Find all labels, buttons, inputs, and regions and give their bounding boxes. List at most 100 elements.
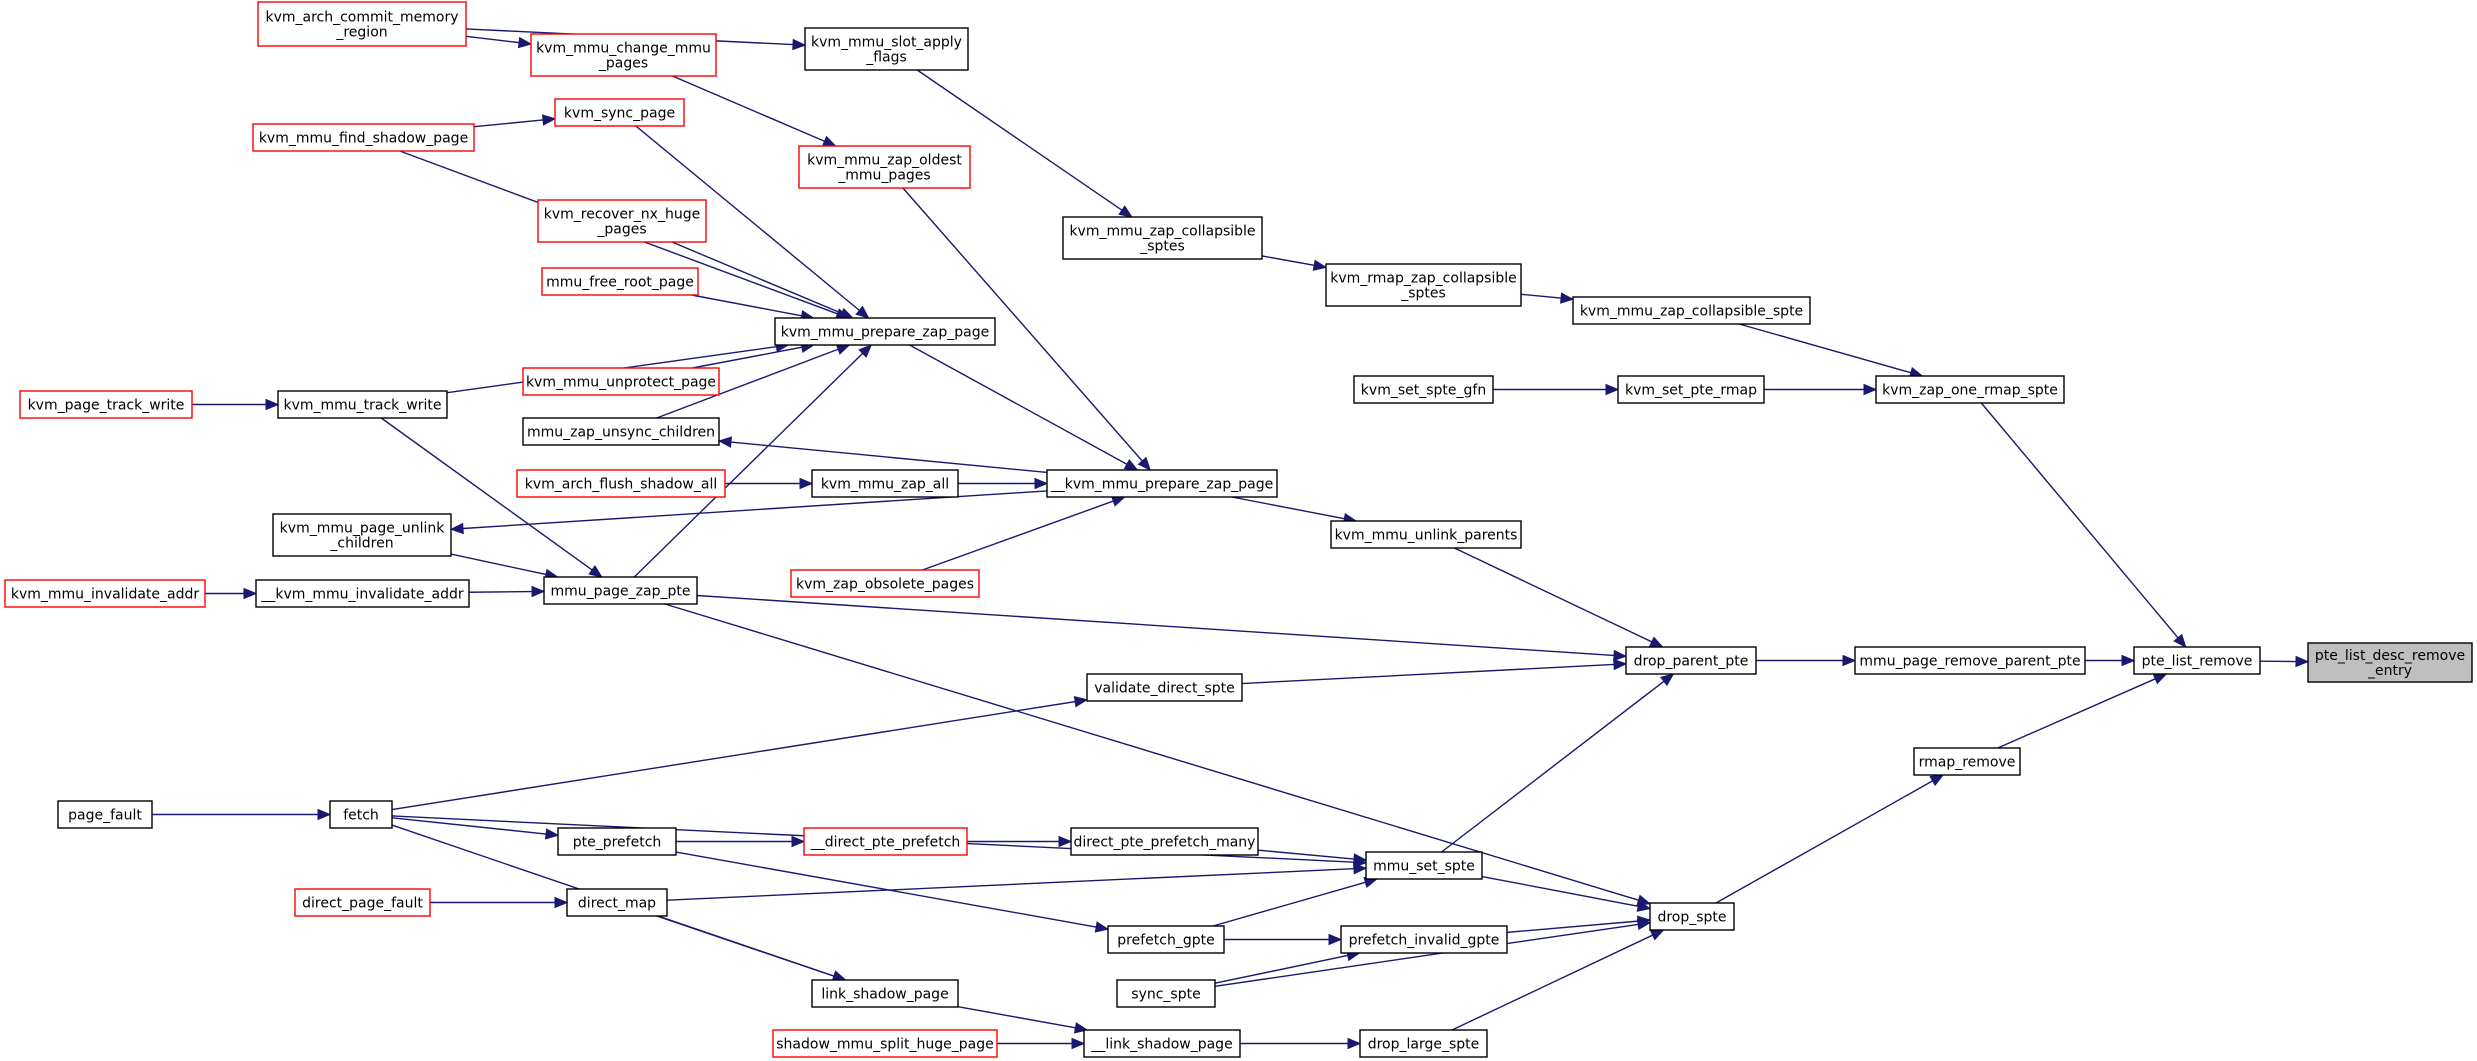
node-kvm-sync-page[interactable]: kvm_sync_page xyxy=(554,98,685,127)
node-pte-prefetch[interactable]: pte_prefetch xyxy=(557,827,677,856)
node-box xyxy=(566,888,668,917)
arrowhead-n6-to-n22 xyxy=(1137,456,1152,471)
node-label: kvm_mmu_zap_collapsible xyxy=(1069,224,1255,240)
node-kvm-mmu-invalidate-addr[interactable]: kvm_mmu_invalidate_addr xyxy=(4,579,206,608)
node-label: drop_large_spte xyxy=(1368,1037,1480,1053)
node-box xyxy=(2133,646,2261,675)
node-label: kvm_arch_flush_shadow_all xyxy=(525,477,718,493)
arrowhead-n30-to-n31 xyxy=(2121,654,2136,667)
node-kvm-mmu-zap-collapsible-spte[interactable]: kvm_mmu_zap_collapsible_spte xyxy=(1572,296,1811,325)
edge-n28-to-n22 xyxy=(922,500,1114,571)
node-label: prefetch_invalid_gpte xyxy=(1349,933,1500,949)
node-drop-spte[interactable]: drop_spte xyxy=(1649,902,1735,931)
node-mmu-zap-unsync-children[interactable]: mmu_zap_unsync_children xyxy=(522,417,720,446)
node-mmu-page-zap-pte[interactable]: mmu_page_zap_pte xyxy=(543,576,698,605)
node-label: drop_parent_pte xyxy=(1634,654,1749,670)
arrowhead-n33-to-n29 xyxy=(1613,658,1628,671)
node-label: _flags xyxy=(865,50,907,66)
node-label: mmu_page_remove_parent_pte xyxy=(1859,654,2080,670)
node-link-shadow-page[interactable]: link_shadow_page xyxy=(811,979,959,1008)
edge-n7-to-n12 xyxy=(671,241,843,314)
node-pte-list-desc-remove-entry: pte_list_desc_remove_entry xyxy=(2307,642,2473,683)
node-label: _sptes xyxy=(1139,239,1185,255)
node-direct-pte-prefetch-many[interactable]: direct_pte_prefetch_many xyxy=(1070,827,1259,856)
node-page-fault[interactable]: page_fault xyxy=(57,800,153,829)
node-kvm-zap-one-rmap-spte[interactable]: kvm_zap_one_rmap_spte xyxy=(1875,375,2065,404)
edge-n43-to-n34 xyxy=(1715,780,1933,904)
node-pte-list-remove[interactable]: pte_list_remove xyxy=(2133,646,2261,675)
node-kvm-mmu-unprotect-page[interactable]: kvm_mmu_unprotect_page xyxy=(522,367,720,396)
node-kvm-mmu-track-write[interactable]: kvm_mmu_track_write xyxy=(277,390,448,419)
node-kvm-zap-obsolete-pages[interactable]: kvm_zap_obsolete_pages xyxy=(790,569,980,598)
node-label: mmu_zap_unsync_children xyxy=(527,425,715,441)
arrowhead-n18-to-n27 xyxy=(588,565,603,578)
node-mmu-free-root-page[interactable]: mmu_free_root_page xyxy=(541,267,699,296)
node-rmap-remove[interactable]: rmap_remove xyxy=(1913,747,2021,776)
nodes-layer: kvm_arch_commit_memory_region kvm_mmu_slo… xyxy=(4,1,2473,1058)
node-shadow-mmu-split-huge-page[interactable]: shadow_mmu_split_huge_page xyxy=(772,1029,998,1058)
node-mmu-set-spte[interactable]: mmu_set_spte xyxy=(1365,851,1483,880)
node-kvm-mmu-change-mmu-pages[interactable]: kvm_mmu_change_mmu_pages xyxy=(530,33,717,77)
node-direct-pte-prefetch[interactable]: __direct_pte_prefetch xyxy=(803,827,968,856)
node-kvm-rmap-zap-collapsible-sptes[interactable]: kvm_rmap_zap_collapsible_sptes xyxy=(1325,263,1522,307)
node-label: _pages xyxy=(598,56,648,72)
edge-n40-to-n43 xyxy=(1481,875,1639,907)
edge-n39-to-n40 xyxy=(1257,849,1355,860)
node-label: _pages xyxy=(596,222,646,238)
node-label: __kvm_mmu_prepare_zap_page xyxy=(1050,477,1273,493)
node-fetch[interactable]: fetch xyxy=(329,800,393,829)
node-kvm-arch-commit-memory-region[interactable]: kvm_arch_commit_memory_region xyxy=(257,1,467,47)
node-kvm-mmu-invalidate-addr[interactable]: __kvm_mmu_invalidate_addr xyxy=(255,579,470,608)
node-kvm-mmu-slot-apply-flags[interactable]: kvm_mmu_slot_apply_flags xyxy=(804,27,969,71)
arrowhead-n1-to-n2 xyxy=(792,38,807,51)
node-label: fetch xyxy=(343,808,379,824)
node-box xyxy=(1340,925,1508,954)
edge-n47-to-n49 xyxy=(957,1005,1076,1029)
node-kvm-arch-flush-shadow-all[interactable]: kvm_arch_flush_shadow_all xyxy=(516,469,726,498)
node-link-shadow-page[interactable]: __link_shadow_page xyxy=(1083,1029,1241,1058)
arrowhead-n50-to-n43 xyxy=(1649,929,1665,941)
node-drop-parent-pte[interactable]: drop_parent_pte xyxy=(1625,646,1757,675)
node-box xyxy=(1325,263,1522,307)
node-kvm-mmu-prepare-zap-page[interactable]: __kvm_mmu_prepare_zap_page xyxy=(1046,469,1278,498)
node-kvm-mmu-find-shadow-page[interactable]: kvm_mmu_find_shadow_page xyxy=(252,123,475,152)
arrowhead-n25-to-n26 xyxy=(243,587,258,600)
edge-n13-to-n12 xyxy=(692,346,803,369)
node-kvm-recover-nx-huge-pages[interactable]: kvm_recover_nx_huge_pages xyxy=(537,199,707,243)
arrowhead-n31-to-n32 xyxy=(2295,655,2310,668)
node-mmu-page-remove-parent-pte[interactable]: mmu_page_remove_parent_pte xyxy=(1854,646,2086,675)
edge-n4-to-n12 xyxy=(635,125,860,311)
node-sync-spte[interactable]: sync_spte xyxy=(1116,979,1216,1008)
node-label: mmu_free_root_page xyxy=(546,275,694,291)
node-validate-direct-spte[interactable]: validate_direct_spte xyxy=(1086,673,1243,702)
arrowhead-n7-to-n12 xyxy=(839,307,855,319)
node-box xyxy=(543,576,698,605)
node-kvm-mmu-page-unlink-children[interactable]: kvm_mmu_page_unlink_children xyxy=(272,513,452,557)
node-kvm-set-spte-gfn[interactable]: kvm_set_spte_gfn xyxy=(1353,375,1494,404)
node-kvm-set-pte-rmap[interactable]: kvm_set_pte_rmap xyxy=(1617,375,1765,404)
arrowhead-n37-to-n38 xyxy=(791,835,806,848)
node-kvm-mmu-zap-collapsible-sptes[interactable]: kvm_mmu_zap_collapsible_sptes xyxy=(1062,216,1263,260)
node-label: kvm_mmu_unprotect_page xyxy=(526,375,716,391)
node-kvm-mmu-unlink-parents[interactable]: kvm_mmu_unlink_parents xyxy=(1330,520,1522,549)
node-kvm-mmu-zap-all[interactable]: kvm_mmu_zap_all xyxy=(811,469,959,498)
edge-n34-to-n31 xyxy=(1997,678,2156,749)
node-label: page_fault xyxy=(68,808,142,824)
node-kvm-page-track-write[interactable]: kvm_page_track_write xyxy=(19,390,193,419)
edge-n6-to-n22 xyxy=(902,187,1143,462)
edge-n23-to-n27 xyxy=(450,553,547,576)
node-box xyxy=(1062,216,1263,260)
node-drop-large-spte[interactable]: drop_large_spte xyxy=(1359,1029,1488,1058)
node-direct-map[interactable]: direct_map xyxy=(566,888,668,917)
node-prefetch-invalid-gpte[interactable]: prefetch_invalid_gpte xyxy=(1340,925,1508,954)
node-box xyxy=(522,367,720,396)
edge-n1-to-n3 xyxy=(465,35,520,44)
node-kvm-mmu-zap-oldest-mmu-pages[interactable]: kvm_mmu_zap_oldest_mmu_pages xyxy=(798,145,971,189)
arrowhead-n26-to-n27 xyxy=(531,585,546,598)
edge-n46-to-n43 xyxy=(1214,923,1639,988)
node-prefetch-gpte[interactable]: prefetch_gpte xyxy=(1107,925,1225,954)
node-direct-page-fault[interactable]: direct_page_fault xyxy=(294,888,431,917)
node-label: mmu_set_spte xyxy=(1373,859,1475,875)
node-kvm-mmu-prepare-zap-page[interactable]: kvm_mmu_prepare_zap_page xyxy=(774,317,996,346)
node-label: mmu_page_zap_pte xyxy=(551,584,691,600)
